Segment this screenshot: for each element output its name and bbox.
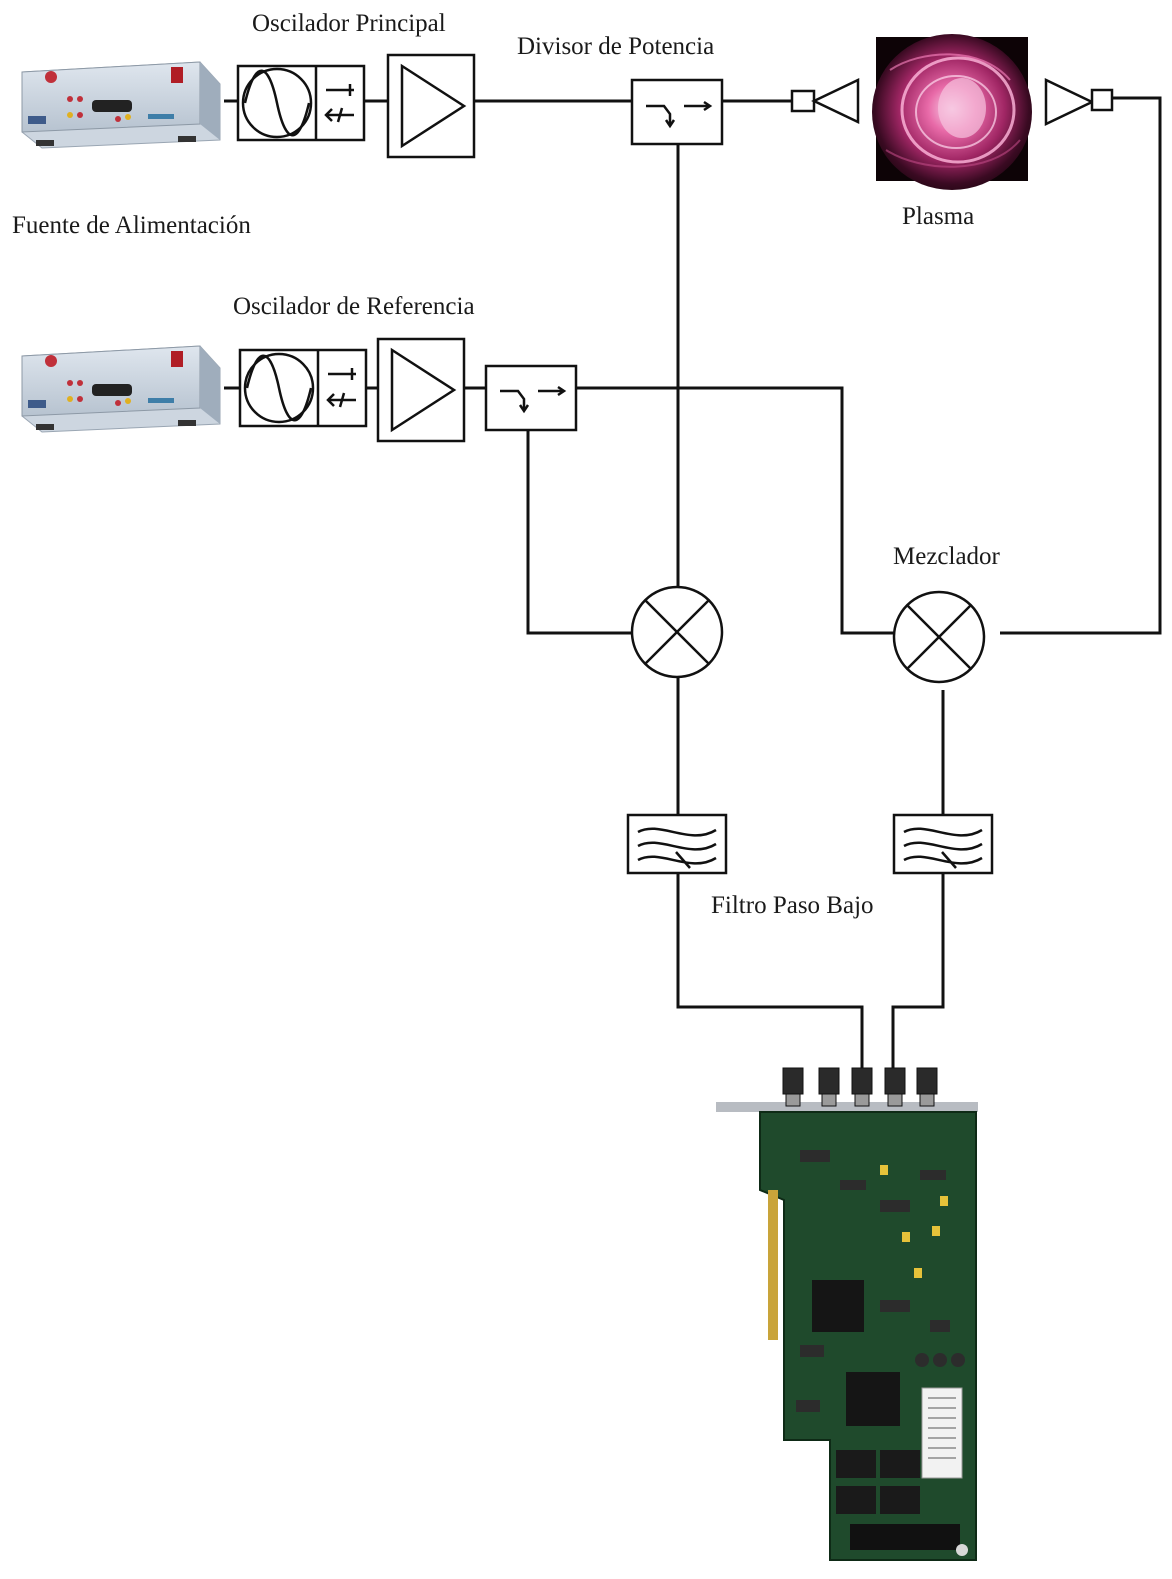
data-acquisition-card bbox=[716, 1068, 978, 1560]
mixer-label: Mezclador bbox=[893, 543, 1000, 571]
reference-oscillator-label: Oscilador de Referencia bbox=[233, 293, 475, 321]
power-supply-unit-main bbox=[22, 62, 220, 148]
transmit-horn-antenna bbox=[792, 80, 858, 122]
reference-oscillator-block bbox=[240, 350, 366, 426]
receive-horn-antenna bbox=[1046, 80, 1112, 124]
low-pass-filter-label: Filtro Paso Bajo bbox=[711, 892, 874, 920]
power-supply-label: Fuente de Alimentación bbox=[12, 212, 251, 240]
power-supply-unit-reference bbox=[22, 346, 220, 432]
main-oscillator-label: Oscilador Principal bbox=[252, 10, 446, 38]
plasma-image bbox=[872, 34, 1032, 190]
mixer-right bbox=[894, 592, 984, 682]
mixer-left bbox=[632, 587, 722, 677]
plasma-label: Plasma bbox=[902, 203, 974, 231]
low-pass-filter-left bbox=[628, 815, 726, 873]
reference-power-divider-block bbox=[486, 366, 576, 430]
main-oscillator-block bbox=[238, 66, 364, 140]
power-divider-label: Divisor de Potencia bbox=[517, 33, 714, 61]
main-amplifier-block bbox=[388, 55, 474, 157]
signal-wires bbox=[224, 98, 1160, 1070]
reference-amplifier-block bbox=[378, 339, 464, 441]
power-divider-block bbox=[632, 80, 722, 144]
low-pass-filter-right bbox=[894, 815, 992, 873]
